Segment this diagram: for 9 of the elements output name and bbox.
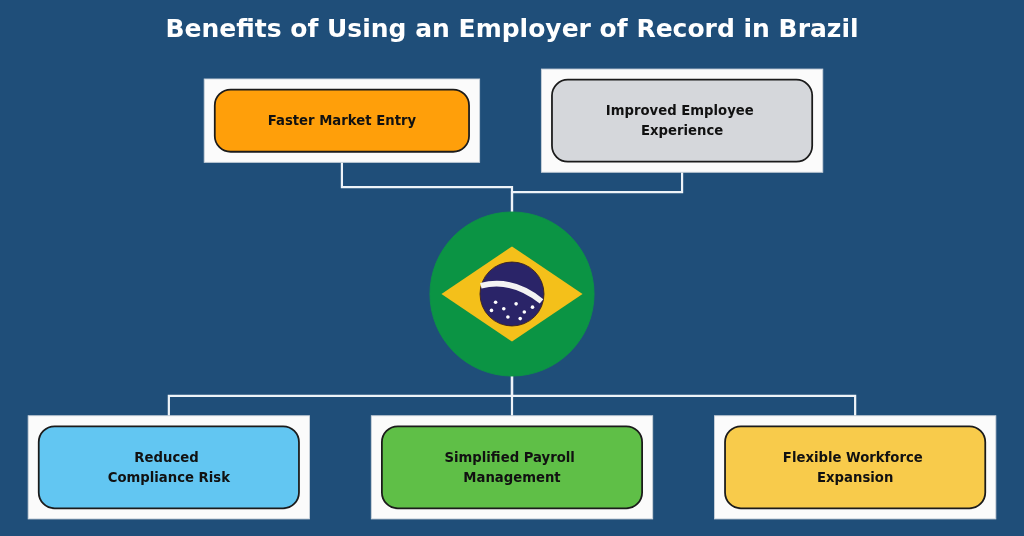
benefit-box: Improved Employee Experience [540, 68, 824, 173]
benefit-box: Simplified Payroll Management [370, 415, 654, 520]
benefit-box: Reduced Compliance Risk [27, 415, 310, 520]
title: Benefits of Using an Employer of Record in Brazil [164, 14, 860, 43]
connector-line [510, 172, 684, 212]
benefit-box: Faster Market Entry [203, 78, 481, 163]
brazil-flag-picture [429, 211, 595, 377]
benefit-box: Flexible Workforce Expansion [714, 415, 997, 520]
connector-line [510, 376, 857, 416]
